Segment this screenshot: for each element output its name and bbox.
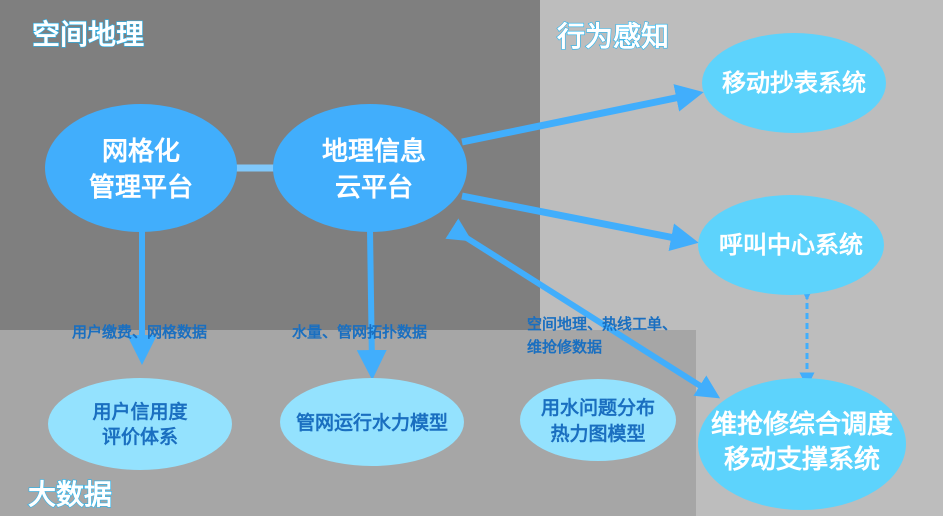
svg-text:地理信息: 地理信息 xyxy=(322,136,426,167)
arrow-gis-to-meter xyxy=(461,84,704,146)
svg-text:云平台: 云平台 xyxy=(335,172,413,203)
arrow-gis-to-hydraulic xyxy=(356,229,387,380)
svg-text:维抢修综合调度: 维抢修综合调度 xyxy=(711,409,893,440)
node-gis-cloud: 地理信息 云平台 xyxy=(273,104,467,232)
node-meter-reading: 移动抄表系统 xyxy=(702,33,886,133)
edge-label-network: 水量、管网拓扑数据 xyxy=(292,323,427,341)
svg-text:网格化: 网格化 xyxy=(102,136,180,167)
node-repair-dispatch: 维抢修综合调度 移动支撑系统 xyxy=(698,378,906,510)
svg-text:移动支撑系统: 移动支撑系统 xyxy=(724,444,880,475)
edge-label-repair-1: 空间地理、热线工单、 xyxy=(527,315,677,333)
zone-title-bigdata: 大数据 xyxy=(28,478,112,511)
svg-text:管网运行水力模型: 管网运行水力模型 xyxy=(296,411,448,434)
svg-text:呼叫中心系统: 呼叫中心系统 xyxy=(719,231,863,259)
svg-text:用户信用度: 用户信用度 xyxy=(92,400,188,423)
svg-text:用水问题分布: 用水问题分布 xyxy=(541,396,655,419)
svg-text:热力图模型: 热力图模型 xyxy=(550,422,645,445)
edge-label-repair-2: 维抢修数据 xyxy=(527,338,602,356)
node-hydraulic-model: 管网运行水力模型 xyxy=(280,378,464,466)
arrow-gis-repair-bidirectional xyxy=(445,218,721,399)
edge-label-billing: 用户缴费、网格数据 xyxy=(72,323,207,341)
svg-text:移动抄表系统: 移动抄表系统 xyxy=(722,69,866,97)
node-heatmap-model: 用水问题分布 热力图模型 xyxy=(520,379,676,461)
zone-title-spatial: 空间地理 xyxy=(32,18,144,51)
zone-title-behavior: 行为感知 xyxy=(556,20,669,53)
node-call-center: 呼叫中心系统 xyxy=(698,195,884,295)
node-grid-platform: 网格化 管理平台 xyxy=(45,104,237,232)
svg-text:管理平台: 管理平台 xyxy=(89,172,193,203)
node-credit-eval: 用户信用度 评价体系 xyxy=(48,378,232,470)
svg-text:评价体系: 评价体系 xyxy=(102,425,178,448)
